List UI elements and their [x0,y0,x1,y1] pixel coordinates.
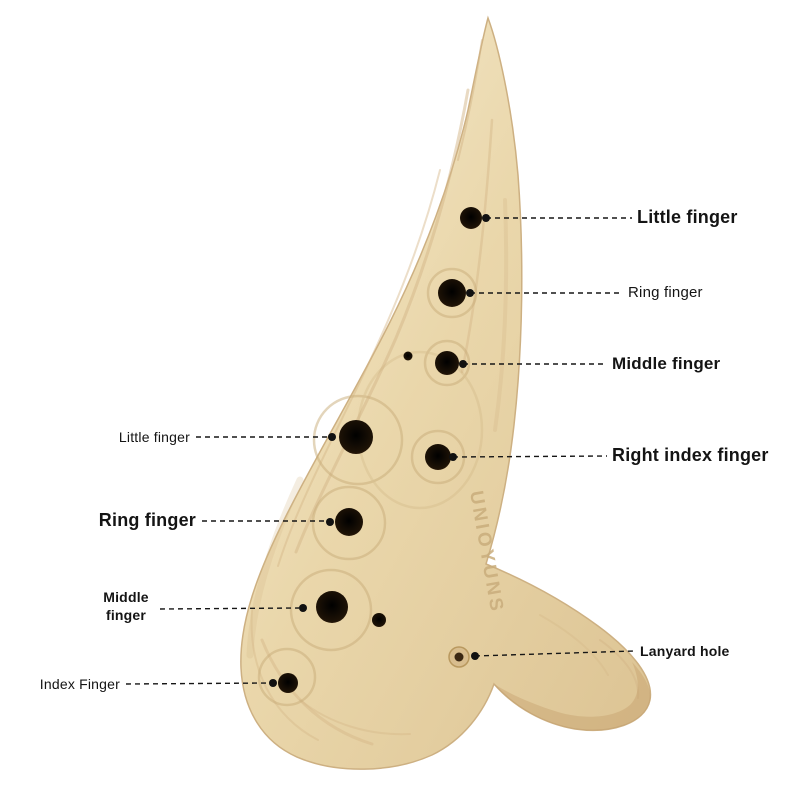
dot-middle-finger-left [299,604,307,612]
hole-little-finger-right [460,207,482,229]
hole-right-index-finger [425,444,451,470]
lanyard-hole [448,646,470,668]
label-little-finger-right: Little finger [637,207,738,227]
ocarina-body [240,15,652,770]
dot-lanyard-hole [471,652,479,660]
hole-ring-finger-right [438,279,466,307]
wood-grain [246,39,640,746]
hole-little-finger-left [339,420,373,454]
chamber-ridges [257,267,484,707]
hole-middle-finger-left [316,591,348,623]
leader-lines [125,217,635,685]
mouthpiece-shading [494,662,651,731]
label-ring-finger-left: Ring finger [98,510,196,530]
finger-holes [278,207,482,693]
leader-dots [269,214,490,687]
hole-sub-small-top [403,351,413,361]
label-middle-finger-right: Middle finger [612,354,721,373]
hole-index-finger-left [278,673,298,693]
hole-ring-finger-left [335,508,363,536]
hole-sub-small-bottom [372,613,386,627]
label-little-finger-left: Little finger [118,429,190,445]
leader-index-finger-left [125,682,270,685]
label-ring-finger-right: Ring finger [628,284,703,301]
label-lanyard-hole: Lanyard hole [640,643,730,659]
dot-little-finger-right [482,214,490,222]
dot-middle-finger-right [459,360,467,368]
dot-ring-finger-left [326,518,334,526]
dot-right-index-finger [449,453,457,461]
dot-index-finger-left [269,679,277,687]
label-index-finger-left: Index Finger [39,676,120,692]
dot-ring-finger-right [466,289,474,297]
label-middle-finger-left: Middle finger [103,589,149,623]
label-right-index-finger: Right index finger [612,445,769,465]
dot-little-finger-left [328,433,336,441]
leader-right-index-finger [452,455,608,458]
hole-middle-finger-right [435,351,459,375]
leader-middle-finger-left [159,607,300,610]
